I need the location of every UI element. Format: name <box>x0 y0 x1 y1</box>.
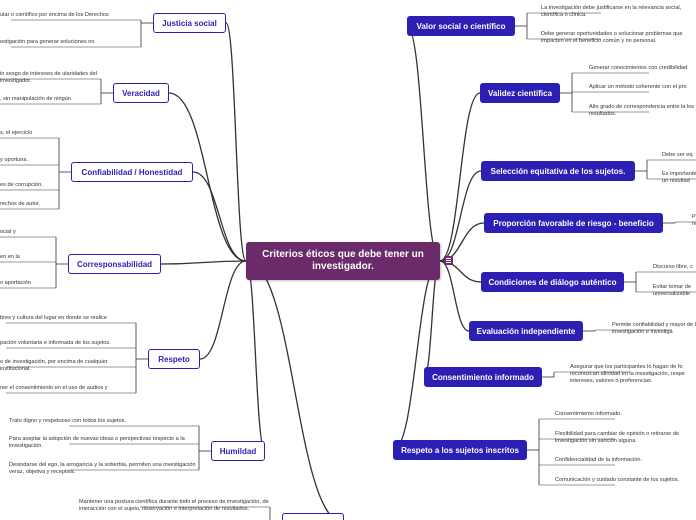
right-leaf-text[interactable]: Confidencialidad de la información. <box>555 457 643 463</box>
note-icon[interactable] <box>444 256 453 265</box>
branch-connector <box>439 260 470 332</box>
left-leaf-text[interactable]: Mantener una postura científica durante … <box>79 499 269 512</box>
branch-connector <box>225 22 247 262</box>
left-leaf-text[interactable]: o aportación <box>0 280 31 286</box>
left-leaf-text[interactable]: y oportuna . <box>0 157 30 163</box>
left-leaf-text[interactable]: Desindarse del ego, la arrogancia y la s… <box>9 462 196 475</box>
left-leaf-text[interactable]: rechos de autor. <box>0 201 41 207</box>
branch-connector <box>199 260 247 360</box>
right-branch-node[interactable]: Valor social o científico <box>407 16 515 36</box>
branch-connector <box>392 260 441 451</box>
left-leaf-text[interactable]: ular o científico por encima de los Dere… <box>0 12 109 18</box>
left-branch-node[interactable]: Humildad <box>211 441 265 461</box>
right-branch-node[interactable]: Respeto a los sujetos inscritos <box>393 440 527 460</box>
branch-connector <box>439 170 482 262</box>
left-leaf-text[interactable]: pación voluntaria e informada de los suj… <box>0 340 111 346</box>
right-leaf-text[interactable]: Generar conocimientos con credibilidad <box>589 65 688 71</box>
right-leaf-text[interactable]: Alto grado de correspondencia entre la l… <box>589 104 695 117</box>
right-leaf-text[interactable]: Debe ser eq <box>662 152 693 158</box>
left-leaf-text[interactable]: in sesgo de intereses de ularidades del … <box>0 71 98 84</box>
right-leaf-text[interactable]: Flexibilidad para cambiar de opinión o r… <box>555 431 680 444</box>
branch-connector <box>192 171 247 262</box>
left-leaf-text[interactable]: es de corrupción. <box>0 182 43 188</box>
right-leaf-text[interactable]: Aplicar un método coherente con el pro <box>589 84 687 90</box>
branch-connector <box>439 92 481 262</box>
branch-connector <box>245 260 337 520</box>
right-branch-node[interactable]: Condiciones de diálogo auténtico <box>481 272 624 292</box>
left-branch-node[interactable]: Respeto <box>148 349 200 369</box>
right-leaf-text[interactable]: Evitar tomar de universalizable <box>653 284 691 297</box>
right-leaf-text[interactable]: Consentimiento informado. <box>555 411 622 417</box>
branch-connector <box>245 260 266 452</box>
right-leaf-text[interactable]: Discurso libre, c <box>653 264 693 270</box>
right-leaf-text[interactable]: Pr re <box>692 214 696 227</box>
left-leaf-text[interactable]: o de investigación, por encima de cualqu… <box>0 359 108 372</box>
left-leaf-text[interactable]: bres y cultura del lugar en donde se rea… <box>0 315 107 321</box>
right-leaf-text[interactable]: Permite confiabilidad y mayor de la inve… <box>612 322 696 335</box>
right-leaf-text[interactable]: La investigación debe justificarse en la… <box>541 5 682 18</box>
left-branch-node[interactable] <box>282 513 344 520</box>
right-branch-node[interactable]: Selección equitativa de los sujetos. <box>481 161 635 181</box>
left-leaf-text[interactable]: s, el ejercicio <box>0 130 33 136</box>
left-branch-node[interactable]: Confiabilidad / Honestidad <box>71 162 193 182</box>
left-leaf-text[interactable]: Trato digno y respetuoso con todos los s… <box>9 418 127 424</box>
left-branch-node[interactable]: Justicia social <box>153 13 226 33</box>
right-branch-node[interactable]: Evaluación independiente <box>469 321 583 341</box>
branch-connector <box>160 260 247 265</box>
left-branch-node[interactable]: Corresponsabilidad <box>68 254 161 274</box>
left-leaf-text[interactable]: , sin manipulación de ningún <box>0 96 71 102</box>
left-leaf-text[interactable]: Para aceptar la adopción de nuevas ideas… <box>9 436 185 449</box>
right-branch-node[interactable]: Consentimiento informado <box>424 367 542 387</box>
branch-connector <box>168 92 247 262</box>
left-leaf-text[interactable]: en en la <box>0 254 20 260</box>
right-leaf-text[interactable]: Es importante un resultad <box>662 171 696 184</box>
right-branch-node[interactable]: Validez científica <box>480 83 560 103</box>
right-branch-node[interactable]: Proporción favorable de riesgo - benefic… <box>484 213 663 233</box>
central-topic[interactable]: Criterios éticos que debe tener un inves… <box>246 242 440 280</box>
right-leaf-text[interactable]: Debe generar oportunidades o solucionar … <box>541 31 683 44</box>
left-branch-node[interactable]: Veracidad <box>113 83 169 103</box>
left-leaf-text[interactable]: ner el consentimiento en el uso de audio… <box>0 385 108 391</box>
left-leaf-text[interactable]: estigación para generar soluciones no <box>0 39 95 45</box>
left-leaf-text[interactable]: ocial y <box>0 229 16 235</box>
branch-connector <box>406 25 441 262</box>
right-leaf-text[interactable]: Asegurar que los participantes lo hagan … <box>570 364 685 384</box>
right-leaf-text[interactable]: Comunicación y cuidado constante de los … <box>555 477 680 483</box>
